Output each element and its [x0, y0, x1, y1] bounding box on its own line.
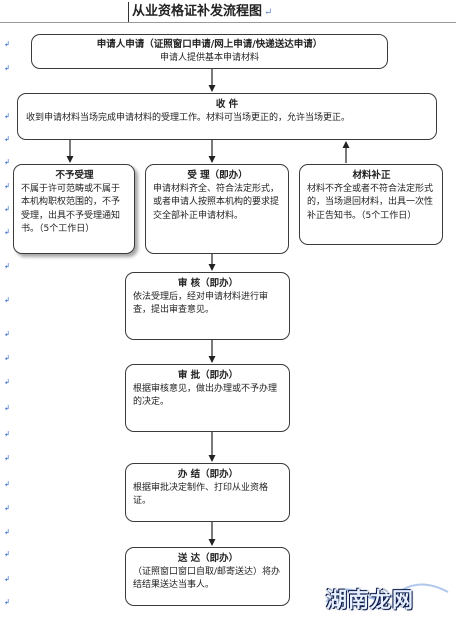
paragraph-mark-icon: ↲ [4, 296, 10, 304]
node-deliver: 送 达（即办） （证照窗口窗口自取/邮寄送达）将办结结果送达当事人。 [125, 547, 290, 606]
paragraph-mark-icon: ↲ [4, 205, 10, 213]
node-supplement: 材料补正 材料不齐全或者不符合法定形式的，当场退回材料，出具一次性补正告知书。（… [299, 164, 443, 245]
paragraph-mark-icon: ↲ [4, 504, 10, 512]
node-accept: 受 理（即办） 申请材料齐全、符合法定形式，或者申请人按照本机构的要求提交全部补… [145, 164, 289, 254]
paragraph-mark-icon: ↲ [4, 404, 10, 412]
node-complete-body: 根据审批决定制作、打印从业资格证。 [133, 482, 269, 507]
paragraph-mark-icon: ↲ [4, 330, 10, 338]
node-review-body: 依法受理后，经对申请材料进行审查，提出审查意见。 [133, 291, 269, 316]
node-deliver-head: 送 达（即办） [177, 553, 239, 564]
paragraph-mark-icon: ↲ [4, 354, 10, 362]
node-approve-body: 根据审核意见，做出办理或不予办理的决定。 [133, 383, 278, 408]
node-receive-body: 收到申请材料当场完成申请材料的受理工作。材料可当场更正的，允许当场更正。 [26, 112, 351, 123]
paragraph-mark-icon: ↲ [4, 182, 10, 190]
paragraph-mark-icon: ↲ [4, 64, 10, 72]
paragraph-mark-icon: ↲ [4, 454, 10, 462]
node-review-head: 审 核（即办） [177, 278, 239, 289]
node-deliver-body: （证照窗口窗口自取/邮寄送达）将办结结果送达当事人。 [133, 566, 281, 591]
node-receive-head: 收 件 [215, 99, 239, 110]
node-accept-body: 申请材料齐全、符合法定形式，或者申请人按照本机构的要求提交全部补正申请材料。 [153, 183, 280, 221]
node-apply-body: 申请人提供基本申请材料 [159, 52, 259, 63]
node-apply-head: 申请人申请（证照窗口申请/网上申请/快递送达申请） [96, 39, 323, 50]
paragraph-mark-icon: ↲ [4, 430, 10, 438]
watermark-text: 湖南龙网 [326, 588, 414, 612]
paragraph-mark-icon: ↵ [264, 7, 273, 18]
node-reject: 不予受理 不属于许可范畴或不属于本机构职权范围的，不予受理，出具不予受理通知书。… [13, 164, 135, 254]
paragraph-mark-icon: ↲ [4, 112, 10, 120]
page-title: 从业资格证补发流程图↵ [128, 2, 292, 22]
node-complete: 办 结（即办） 根据审批决定制作、打印从业资格证。 [125, 463, 290, 522]
node-reject-head: 不予受理 [55, 170, 94, 181]
paragraph-mark-icon: ↲ [4, 528, 10, 536]
node-apply: 申请人申请（证照窗口申请/网上申请/快递送达申请） 申请人提供基本申请材料 [31, 34, 388, 69]
node-supplement-body: 材料不齐全或者不符合法定形式的，当场退回材料，出具一次性补正告知书。（5个工作日… [307, 183, 434, 221]
node-receive: 收 件 收到申请材料当场完成申请材料的受理工作。材料可当场更正的，允许当场更正。 [17, 93, 437, 140]
paragraph-mark-icon: ↲ [4, 228, 10, 236]
paragraph-mark-icon: ↲ [4, 378, 10, 386]
paragraph-mark-icon: ↲ [4, 158, 10, 166]
header-divider [0, 22, 456, 23]
node-approve: 审 批（即办） 根据审核意见，做出办理或不予办理的决定。 [125, 364, 290, 432]
node-complete-head: 办 结（即办） [177, 469, 239, 480]
node-review: 审 核（即办） 依法受理后，经对申请材料进行审查，提出审查意见。 [125, 272, 290, 340]
node-supplement-head: 材料补正 [352, 170, 391, 181]
node-reject-body: 不属于许可范畴或不属于本机构职权范围的，不予受理，出具不予受理通知书。（5个工作… [21, 183, 121, 235]
paragraph-mark-icon: ↲ [4, 262, 10, 270]
paragraph-mark-icon: ↲ [4, 40, 10, 48]
node-accept-head: 受 理（即办） [187, 170, 248, 181]
paragraph-mark-icon: ↲ [4, 135, 10, 143]
paragraph-mark-icon: ↲ [4, 598, 10, 606]
node-approve-head: 审 批（即办） [177, 370, 239, 381]
paragraph-mark-icon: ↲ [4, 550, 10, 558]
paragraph-mark-icon: ↲ [4, 575, 10, 583]
watermark-logo [325, 583, 449, 603]
paragraph-mark-icon: ↲ [4, 480, 10, 488]
